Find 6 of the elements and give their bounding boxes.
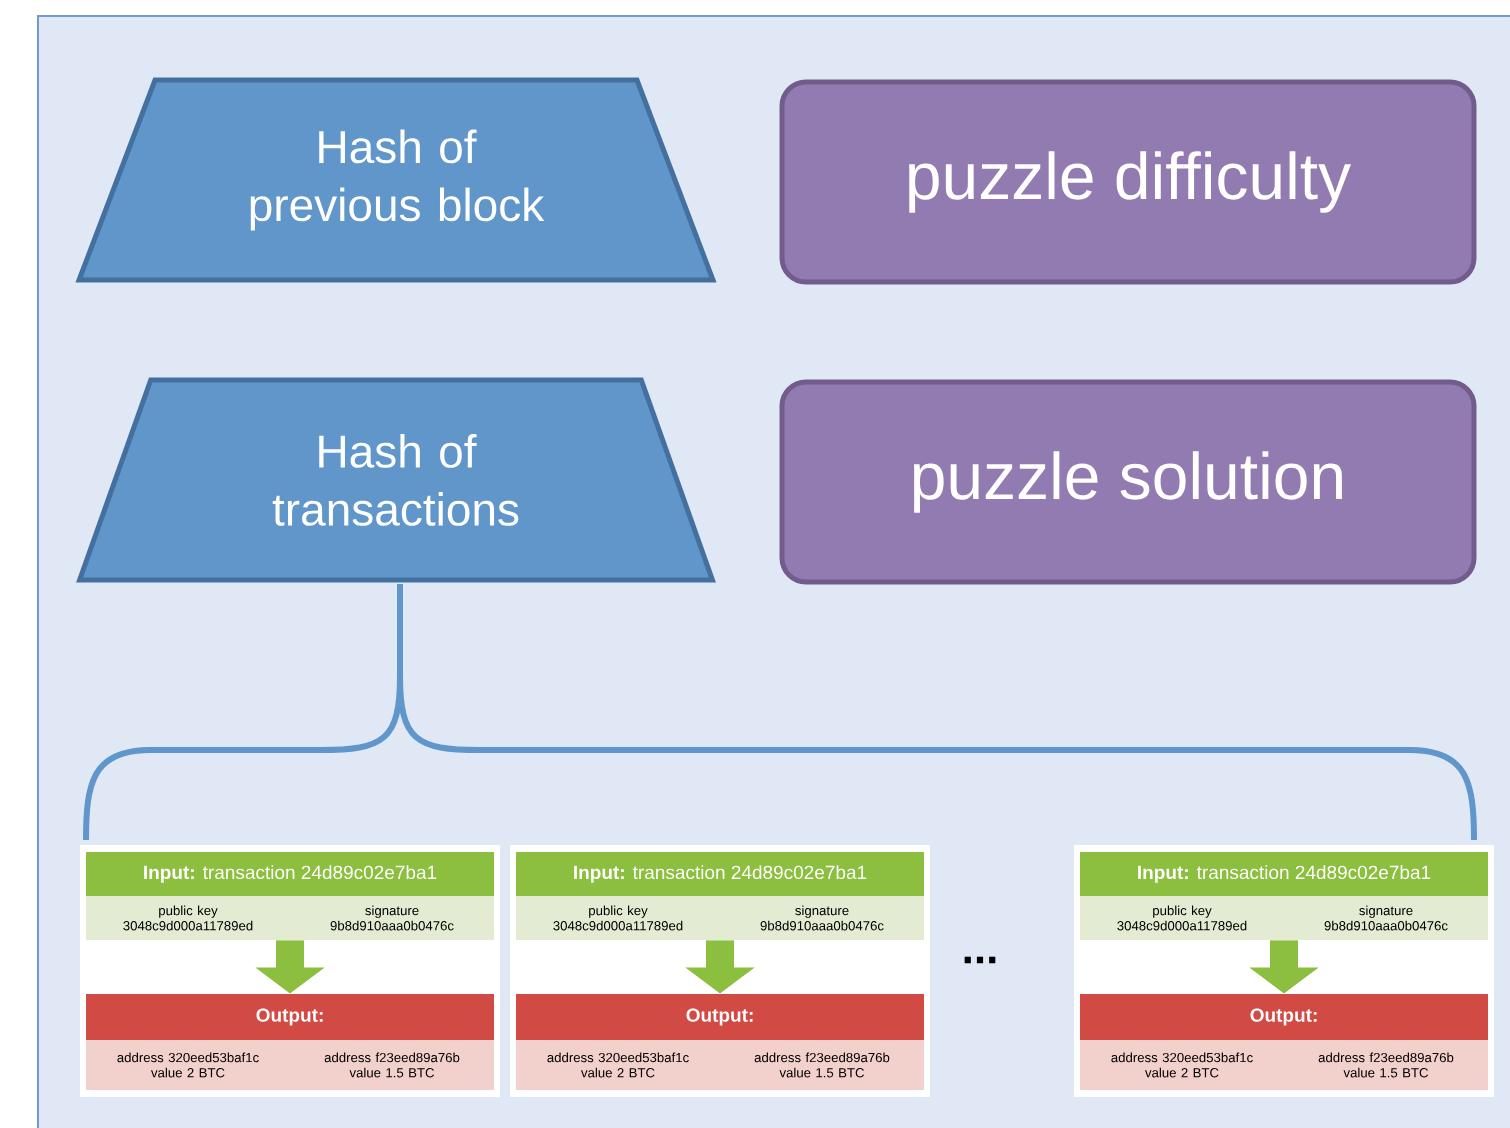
panel-heading: Output: [256,1008,323,1026]
panel-heading: Output: [686,1008,753,1026]
rounded-box: puzzle difficulty [779,79,1477,285]
panel-heading: Output: [1250,1008,1317,1026]
ellipsis: ... [964,956,996,964]
rounded-box: puzzle solution [779,379,1477,585]
